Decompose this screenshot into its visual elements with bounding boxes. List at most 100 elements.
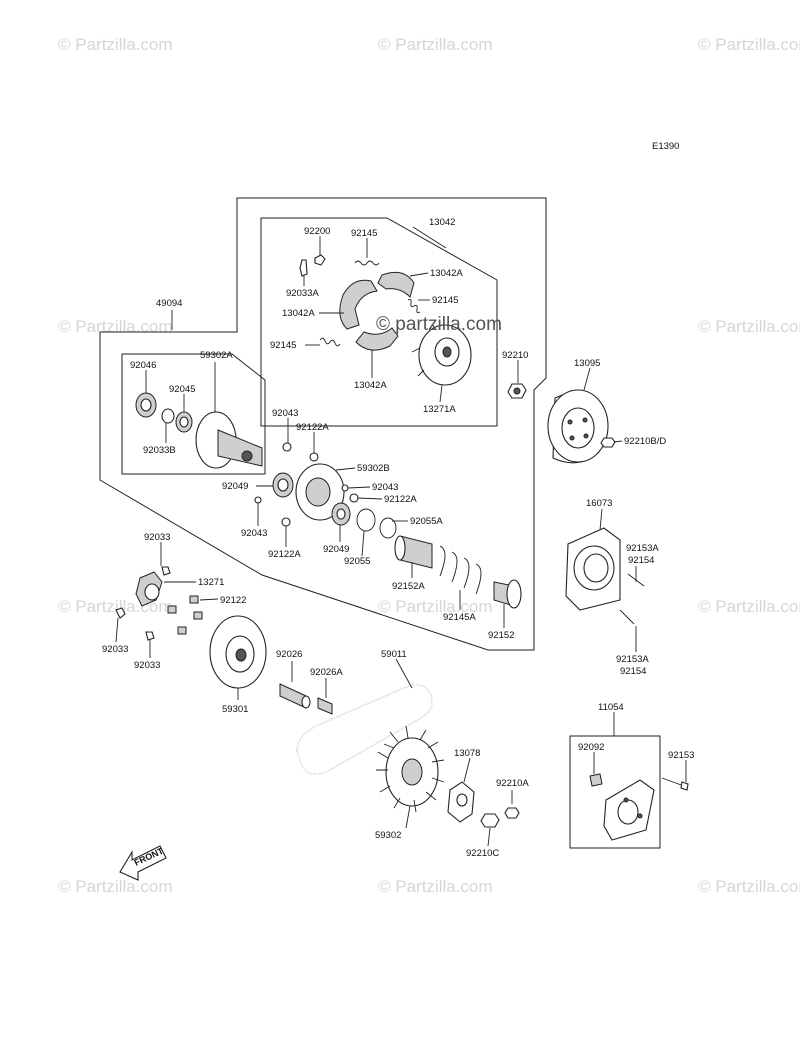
bearing-92045-bore [179,416,189,428]
carrier-hub [144,583,160,601]
housing-inner [561,407,595,449]
roller-92122 [177,626,187,635]
washer-92033B [161,408,175,424]
part-label: 92046 [130,360,156,371]
leader-59011 [395,658,413,689]
assembly-frame-49094 [99,197,547,651]
part-label: 92154 [628,555,654,566]
leader-92210BD [613,440,623,443]
part-label: 92043 [272,408,298,419]
part-label: 11054 [598,702,624,713]
ring-92055 [356,508,376,532]
part-label: 92033 [102,644,128,655]
part-label: 92210 [502,350,528,361]
nut-92043-a [282,442,292,452]
plate-hole [637,813,643,819]
collar-92026-end [301,695,311,709]
leader-13042A-top [409,272,429,277]
leader-13271A [439,384,443,403]
nut-92210C [480,813,500,828]
leader-13042 [412,226,447,249]
part-labels: 13042 92200 92145 13042A 92033A 92145 13… [102,217,694,859]
part-label: 13095 [574,358,600,369]
part-label: 49094 [156,298,182,309]
cover-ring-inner [583,553,609,583]
part-label: 92210A [496,778,529,789]
part-label: 13042A [430,268,463,279]
part-label: 92045 [169,384,195,395]
part-label: 92154 [620,666,646,677]
part-label: 92033B [143,445,176,456]
watermarks: © Partzilla.com © Partzilla.com © Partzi… [58,35,800,896]
nut-92210BD [600,437,616,448]
watermark-text: © Partzilla.com [698,35,800,54]
part-label: 13271 [198,577,224,588]
nut-92043-b [341,484,349,492]
clutch-shoe-bottom [355,327,399,351]
plate-11054-hole [617,799,639,825]
part-label: 16073 [586,498,612,509]
part-label: 92122A [384,494,417,505]
part-label: 92043 [241,528,267,539]
part-label: 92145A [443,612,476,623]
bearing-92049-b-bore [336,508,346,520]
leader-59302 [405,805,411,829]
watermark-text: © Partzilla.com [378,35,493,54]
collar-92092 [589,773,603,787]
nut-92122A-c [281,517,291,527]
ramp-plate-hub [305,477,331,507]
nut-92210-hole [513,387,521,395]
watermark-text: © Partzilla.com [58,35,173,54]
part-label: 13271A [423,404,456,415]
part-label: 59302B [357,463,390,474]
pin-92033A [299,259,308,277]
pin-92033-top [161,566,171,576]
leader-13078 [463,757,471,783]
watermark-text: © Partzilla.com [58,877,173,896]
roller-92122 [189,595,199,604]
leader-92033-left [115,617,119,643]
leader-92043-b [347,486,371,489]
leader-59302B [335,467,356,471]
part-label: 92122A [268,549,301,560]
clutch-shoe-assembly [299,254,472,386]
part-label: 92210B/D [624,436,666,447]
part-label: 92153 [668,750,694,761]
bolt-92153-head [680,781,689,791]
assembly-frame-13042 [260,217,498,427]
part-label: 59302 [375,830,401,841]
belt-inner [296,684,433,775]
part-label: 92055 [344,556,370,567]
collar-92152A-end [394,535,406,561]
roller-92122 [167,605,177,614]
part-label: 92033 [134,660,160,671]
watermark-text: © Partzilla.com [698,597,800,616]
housing-hole [582,417,588,423]
part-label: 92145 [432,295,458,306]
part-label: 92153A [626,543,659,554]
fan-hub [401,758,423,786]
pulley-boss-hole [241,450,253,462]
ring-92055A [379,517,397,539]
part-label: 59011 [381,649,407,660]
watermark-text: © Partzilla.com [378,597,493,616]
leader-92122 [199,598,219,601]
front-direction-arrow: FRONT [119,845,167,881]
cover-16073 [565,527,645,625]
plate-hole [623,797,629,803]
plate-13078-hole [456,793,468,807]
diagram-code: E1390 [652,141,679,152]
clutch-shoe-left [339,279,378,330]
assembly-11054-parts [589,773,689,841]
leader-92210C [487,827,491,847]
assembly-frame-59302A [121,353,266,475]
nut-92122A-a [309,452,319,462]
part-label: 92145 [270,340,296,351]
clutch-shoe-top [377,271,415,298]
nut-92210A [504,807,520,819]
fixed-pulley-group [115,566,267,689]
fan-blades [376,725,445,813]
part-label: 92033 [144,532,170,543]
